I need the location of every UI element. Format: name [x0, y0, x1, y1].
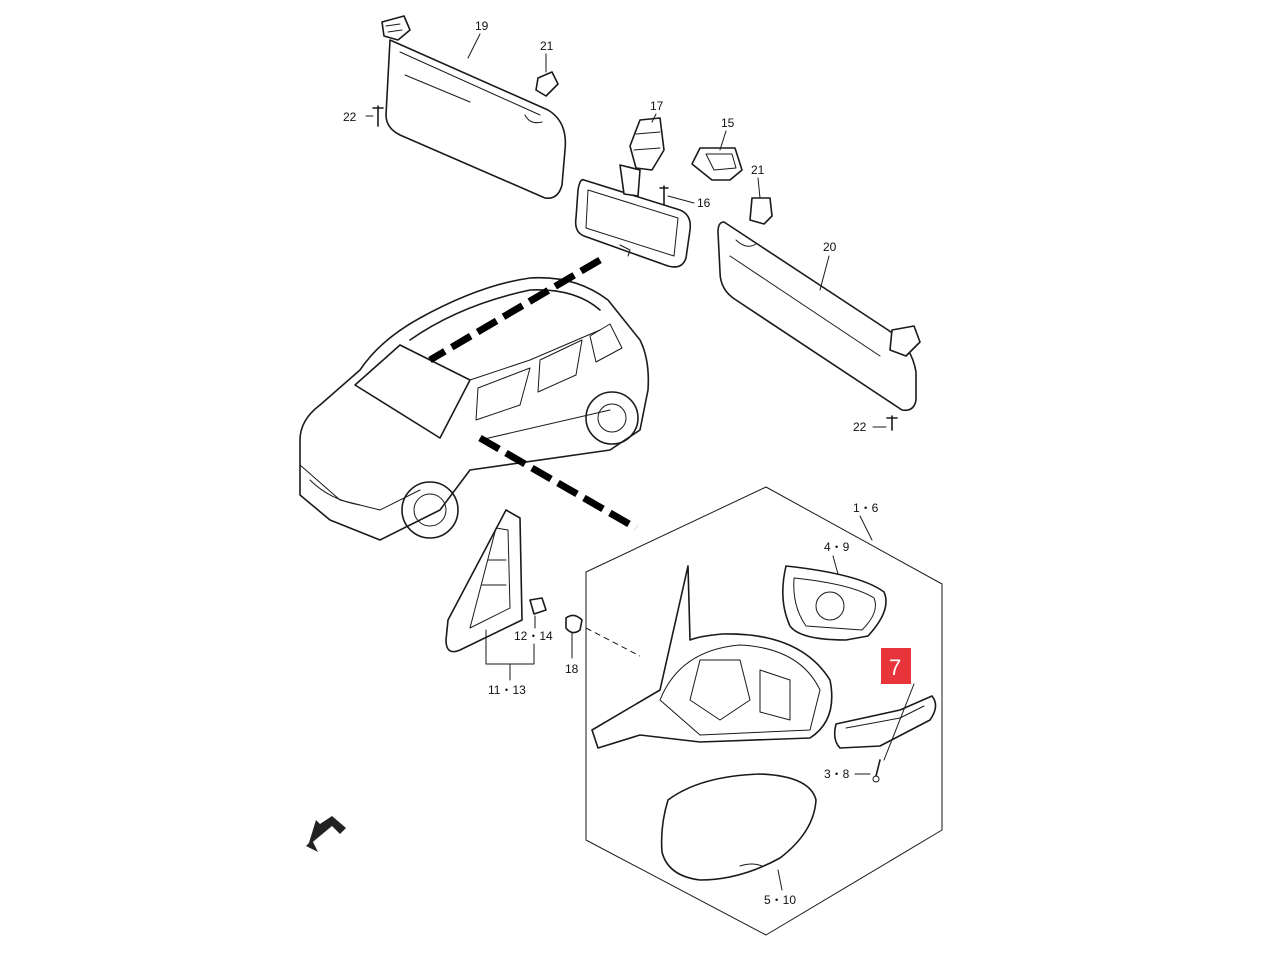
highlight-badge	[881, 648, 911, 684]
callout-18: 18	[565, 662, 579, 676]
mirror-glass	[782, 565, 887, 641]
rearview-mirror	[574, 178, 692, 268]
bracket-part-15	[691, 147, 743, 181]
callout-5-10: 5・10	[764, 893, 796, 907]
mirror-housing	[591, 565, 833, 749]
leader-line-roof	[428, 256, 602, 364]
mirror-inner-trim	[445, 509, 523, 653]
turn-signal-lamp	[833, 695, 937, 749]
leader-line-door	[478, 434, 638, 532]
screw-right	[886, 415, 898, 431]
screw-left	[372, 105, 384, 127]
callout-20: 20	[823, 240, 837, 254]
mirror-mount	[619, 117, 665, 197]
visor-clip-left	[535, 71, 559, 97]
mirror-cover	[660, 773, 817, 881]
assembly-box	[585, 486, 943, 936]
callout-19: 19	[475, 19, 489, 33]
callout-16: 16	[697, 196, 711, 210]
callout-3-8: 3・8	[824, 767, 850, 781]
highlight-label: 7	[889, 655, 901, 680]
callout-22-right: 22	[853, 420, 867, 434]
callout-4-9: 4・9	[824, 540, 850, 554]
screw-3-8	[872, 759, 881, 783]
callout-1-6: 1・6	[853, 501, 879, 515]
mirror-screw	[659, 185, 669, 205]
visor-clip-right	[749, 197, 773, 225]
sun-visor-left	[381, 15, 567, 200]
callout-11-13: 11・13	[488, 683, 526, 697]
callout-15: 15	[721, 116, 735, 130]
grommet-18	[565, 614, 583, 634]
callout-12-14: 12・14	[514, 629, 553, 643]
callout-21-left: 21	[540, 39, 554, 53]
callout-22-left: 22	[343, 110, 357, 124]
callout-21-right: 21	[751, 163, 765, 177]
car-illustration	[299, 276, 650, 541]
callout-17: 17	[650, 99, 664, 113]
front-arrow-icon	[306, 816, 346, 852]
fastener-12-14	[529, 597, 547, 615]
sun-visor-right	[717, 221, 921, 412]
